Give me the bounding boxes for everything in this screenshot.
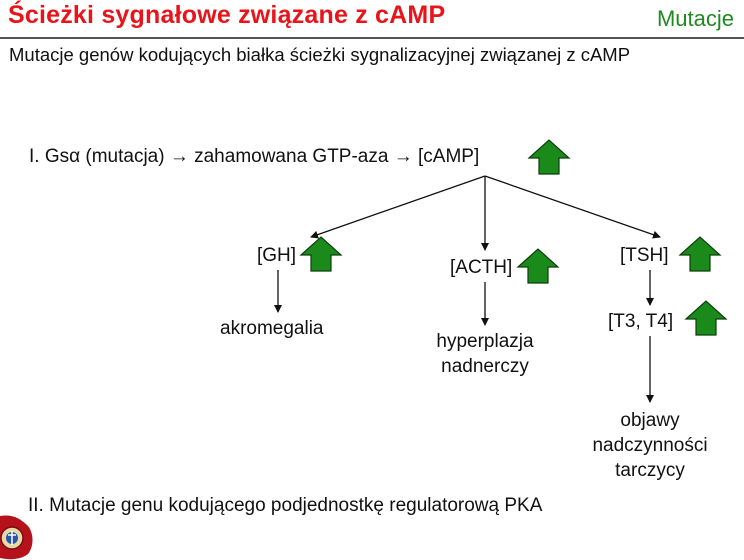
outcome-objawy: objawy nadczynności tarczycy: [580, 408, 720, 483]
outcome-line: objawy: [620, 410, 680, 431]
arrow-to-gh: [310, 175, 486, 239]
slide-title: Ścieżki sygnałowe związane z cAMP: [8, 1, 446, 29]
up-arrow-icon: [528, 139, 570, 175]
tsh-label: [TSH]: [620, 245, 669, 266]
outcome-line: tarczycy: [615, 460, 685, 481]
outcome-line: nadnerczy: [441, 356, 529, 377]
outcome-akromegalia: akromegalia: [220, 318, 324, 339]
pathway-label: I. Gsα (mutacja) → zahamowana GTP-aza → …: [29, 146, 480, 167]
outcome-line: hyperplazja: [436, 331, 534, 352]
up-arrow-icon: [685, 300, 727, 336]
up-arrow-icon: [300, 236, 342, 272]
title-divider: [0, 37, 744, 39]
arrow-to-tsh: [484, 175, 661, 239]
item-ii-text: II. Mutacje genu kodującego podjednostkę…: [28, 495, 543, 516]
section-label: Mutacje: [656, 6, 734, 31]
outcome-line: nadczynności: [592, 435, 708, 456]
slide-subtitle: Mutacje genów kodujących białka ścieżki …: [9, 44, 631, 65]
up-arrow-icon: [679, 236, 721, 272]
outcome-hyperplazja: hyperplazja nadnerczy: [420, 329, 550, 379]
gh-label: [GH]: [257, 245, 297, 266]
t3t4-label: [T3, T4]: [608, 311, 674, 332]
up-arrow-icon: [517, 248, 559, 284]
university-logo: [0, 515, 33, 560]
acth-label: [ACTH]: [450, 257, 513, 278]
